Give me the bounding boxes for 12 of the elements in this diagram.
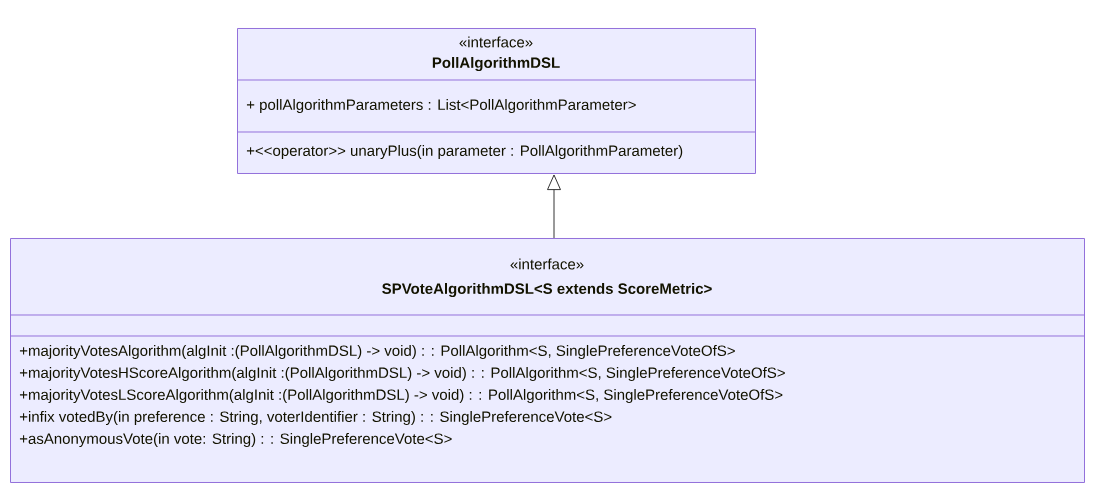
method-text: +asAnonymousVote(in vote: String) : : SinglePreferenceVote<S> [19, 433, 452, 447]
attribute-text: + pollAlgorithmParameters : List<PollAlgorithmParameter> [246, 99, 636, 113]
inheritance-arrow [547, 174, 561, 239]
class-name: SPVoteAlgorithmDSL<S extends ScoreMetric> [382, 282, 712, 297]
method-text: +majorityVotesAlgorithm(algInit :(PollAlgorithmDSL) -> void) : : PollAlgorithm<S, SinglePreferenceVoteOfS> [19, 345, 735, 359]
stereotype-label: «interface» [510, 258, 584, 270]
method-text: +infix votedBy(in preference : String, voterIdentifier : String) : : SinglePreferenceVote<S> [19, 411, 612, 425]
method-text: +majorityVotesLScoreAlgorithm(algInit :(PollAlgorithmDSL) -> void) : : PollAlgorithm<S, SinglePreferenceVoteOfS> [19, 389, 783, 403]
method-text: +<<operator>> unaryPlus(in parameter : PollAlgorithmParameter) [246, 145, 683, 159]
class-name: PollAlgorithmDSL [432, 56, 560, 71]
method-text: +majorityVotesHScoreAlgorithm(algInit :(PollAlgorithmDSL) -> void) : : PollAlgorithm<S, SinglePreferenceVoteOfS> [19, 367, 785, 381]
stereotype-label: «interface» [459, 36, 533, 48]
